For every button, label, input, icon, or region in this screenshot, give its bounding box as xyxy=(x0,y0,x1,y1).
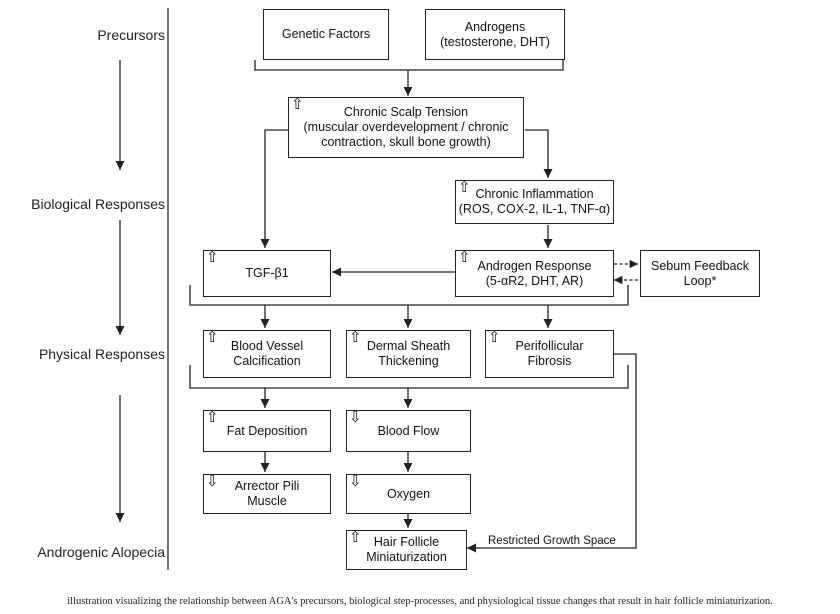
stage-label-physical: Physical Responses xyxy=(38,346,165,362)
label-restricted-growth-space: Restricted Growth Space xyxy=(488,535,616,547)
box-androgens: Androgens (testosterone, DHT) xyxy=(425,9,565,60)
figure-caption: illustration visualizing the relationshi… xyxy=(67,596,773,607)
box-oxygen: Oxygen xyxy=(346,474,471,514)
box-genetic-factors: Genetic Factors xyxy=(263,9,389,60)
box-hair-follicle-miniaturization: Hair Follicle Miniaturization xyxy=(346,530,467,570)
arrow-fibrosis-restricted xyxy=(467,353,637,553)
box-arrector-pili-muscle: Arrector Pili Muscle xyxy=(203,474,331,514)
box-blood-flow: Blood Flow xyxy=(346,410,471,452)
biological-bracket xyxy=(189,285,629,306)
box-chronic-inflammation: Chronic Inflammation (ROS, COX-2, IL-1, … xyxy=(455,180,614,224)
physical-bracket xyxy=(189,365,629,389)
stage-label-biological: Biological Responses xyxy=(31,196,165,212)
box-androgen-response: Androgen Response (5-αR2, DHT, AR) xyxy=(455,250,614,297)
precursor-bracket xyxy=(254,60,564,71)
box-sebum-feedback-loop: Sebum Feedback Loop* xyxy=(640,250,760,297)
stage-label-alopecia: Androgenic Alopecia xyxy=(37,544,165,560)
box-tgf-beta1: TGF-β1 xyxy=(203,250,331,297)
box-fat-deposition: Fat Deposition xyxy=(203,410,331,452)
box-blood-vessel-calcification: Blood Vessel Calcification xyxy=(203,330,331,378)
box-dermal-sheath-thickening: Dermal Sheath Thickening xyxy=(346,330,471,378)
arrow-tension-to-tgf xyxy=(260,129,288,248)
stage-label-precursors: Precursors xyxy=(97,27,165,43)
box-chronic-scalp-tension: Chronic Scalp Tension (muscular overdeve… xyxy=(288,97,524,158)
arrow-tension-to-inflammation xyxy=(525,129,553,178)
box-perifollicular-fibrosis: Perifollicular Fibrosis xyxy=(485,330,614,378)
